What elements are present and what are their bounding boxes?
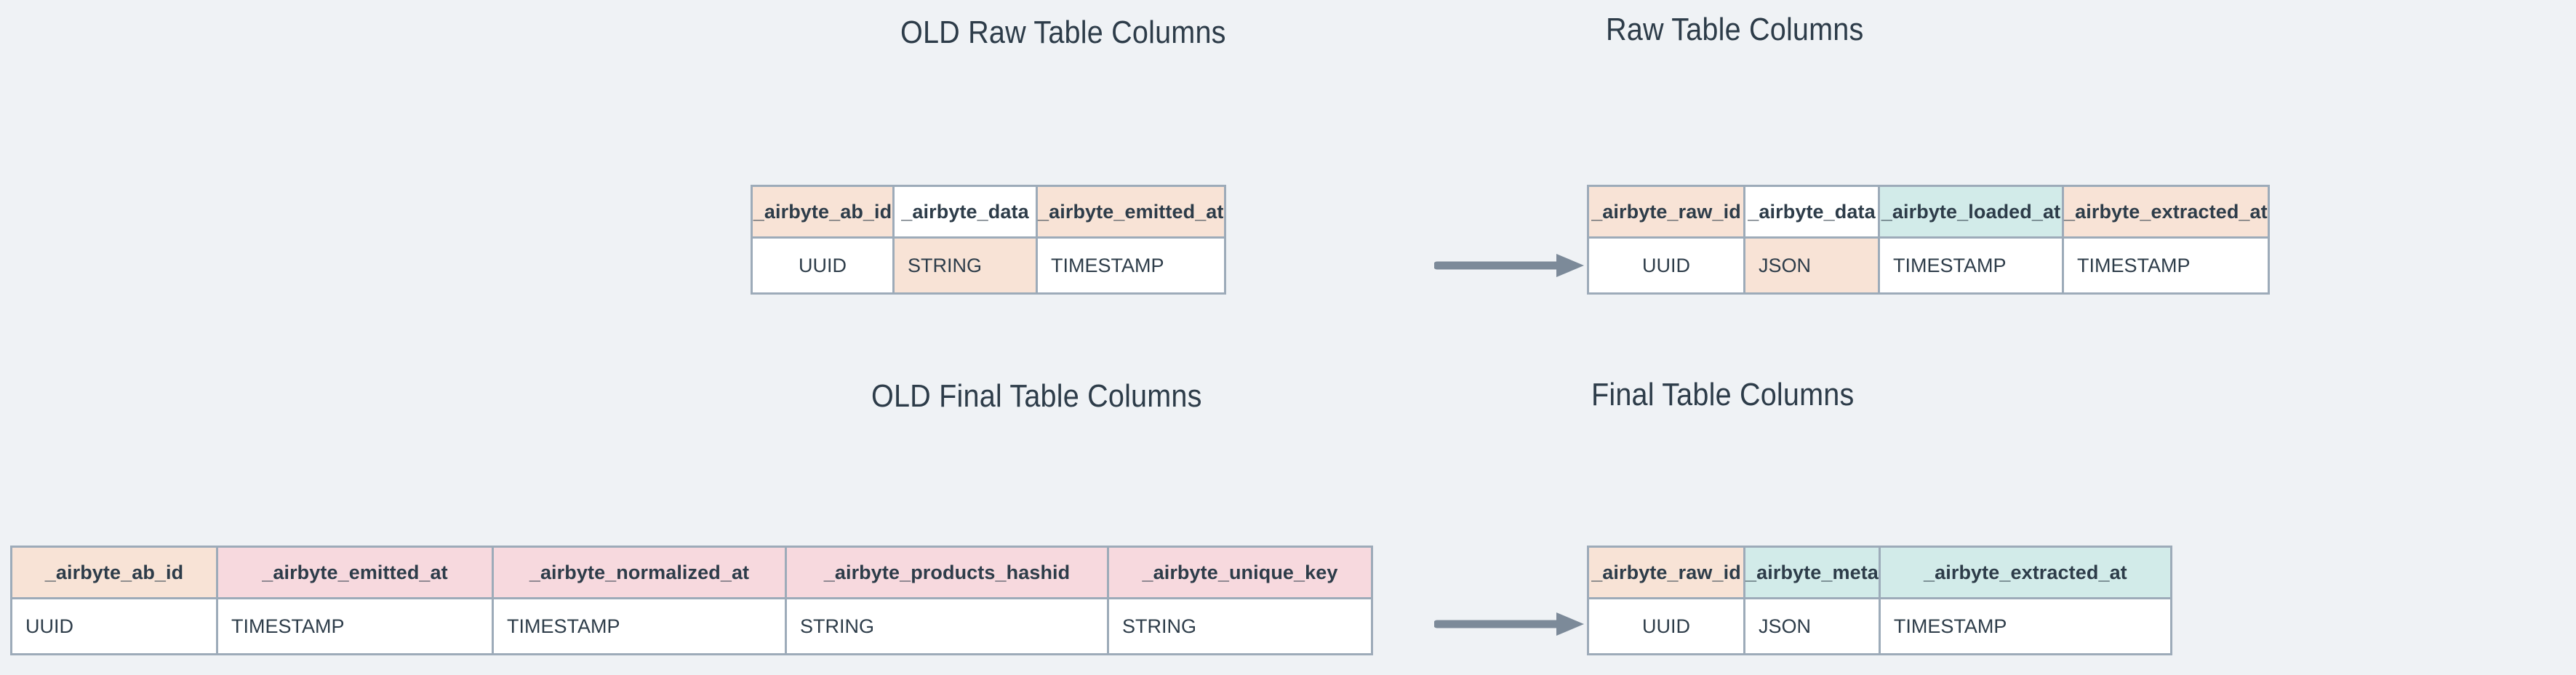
- column-type-airbyte-ab-id: UUID: [751, 236, 895, 295]
- title-final-table-columns: Final Table Columns: [1591, 377, 1855, 412]
- arrow-right-icon-raw: [1434, 254, 1584, 277]
- column-header-airbyte-ab-id: _airbyte_ab_id: [751, 185, 895, 239]
- table-final: _airbyte_raw_id_airbyte_meta_airbyte_ext…: [1587, 546, 2172, 655]
- table-header-row: _airbyte_raw_id_airbyte_data_airbyte_loa…: [1587, 185, 2270, 239]
- title-old-final-table-columns: OLD Final Table Columns: [871, 378, 1202, 414]
- column-type-airbyte-products-hashid: STRING: [785, 597, 1109, 655]
- title-old-raw-table-columns: OLD Raw Table Columns: [900, 15, 1226, 50]
- column-header-airbyte-normalized-at: _airbyte_normalized_at: [492, 546, 787, 599]
- column-type-airbyte-extracted-at: TIMESTAMP: [1878, 597, 2172, 655]
- column-type-airbyte-extracted-at: TIMESTAMP: [2062, 236, 2270, 295]
- table-old-final: _airbyte_ab_id_airbyte_emitted_at_airbyt…: [10, 546, 1373, 655]
- column-header-airbyte-ab-id: _airbyte_ab_id: [10, 546, 218, 599]
- table-old-raw: _airbyte_ab_id_airbyte_data_airbyte_emit…: [751, 185, 1226, 295]
- column-header-airbyte-meta: _airbyte_meta: [1743, 546, 1881, 599]
- table-header-row: _airbyte_raw_id_airbyte_meta_airbyte_ext…: [1587, 546, 2172, 599]
- column-type-airbyte-data: JSON: [1743, 236, 1880, 295]
- column-header-airbyte-loaded-at: _airbyte_loaded_at: [1878, 185, 2064, 239]
- table-header-row: _airbyte_ab_id_airbyte_data_airbyte_emit…: [751, 185, 1226, 239]
- column-type-airbyte-data: STRING: [892, 236, 1038, 295]
- column-header-airbyte-raw-id: _airbyte_raw_id: [1587, 185, 1745, 239]
- column-header-airbyte-products-hashid: _airbyte_products_hashid: [785, 546, 1109, 599]
- column-header-airbyte-emitted-at: _airbyte_emitted_at: [1036, 185, 1226, 239]
- column-type-airbyte-raw-id: UUID: [1587, 236, 1745, 295]
- column-type-airbyte-unique-key: STRING: [1107, 597, 1373, 655]
- table-raw: _airbyte_raw_id_airbyte_data_airbyte_loa…: [1587, 185, 2270, 295]
- column-header-airbyte-extracted-at: _airbyte_extracted_at: [1878, 546, 2172, 599]
- title-raw-table-columns: Raw Table Columns: [1606, 12, 1864, 47]
- column-header-airbyte-raw-id: _airbyte_raw_id: [1587, 546, 1745, 599]
- column-type-airbyte-emitted-at: TIMESTAMP: [1036, 236, 1226, 295]
- column-type-airbyte-ab-id: UUID: [10, 597, 218, 655]
- column-header-airbyte-data: _airbyte_data: [892, 185, 1038, 239]
- column-type-airbyte-normalized-at: TIMESTAMP: [492, 597, 787, 655]
- column-type-airbyte-loaded-at: TIMESTAMP: [1878, 236, 2064, 295]
- column-type-airbyte-raw-id: UUID: [1587, 597, 1745, 655]
- column-type-airbyte-emitted-at: TIMESTAMP: [216, 597, 494, 655]
- arrow-right-icon-final: [1434, 612, 1584, 636]
- column-header-airbyte-data: _airbyte_data: [1743, 185, 1880, 239]
- column-header-airbyte-emitted-at: _airbyte_emitted_at: [216, 546, 494, 599]
- column-header-airbyte-extracted-at: _airbyte_extracted_at: [2062, 185, 2270, 239]
- table-header-row: _airbyte_ab_id_airbyte_emitted_at_airbyt…: [10, 546, 1373, 599]
- column-type-airbyte-meta: JSON: [1743, 597, 1881, 655]
- column-header-airbyte-unique-key: _airbyte_unique_key: [1107, 546, 1373, 599]
